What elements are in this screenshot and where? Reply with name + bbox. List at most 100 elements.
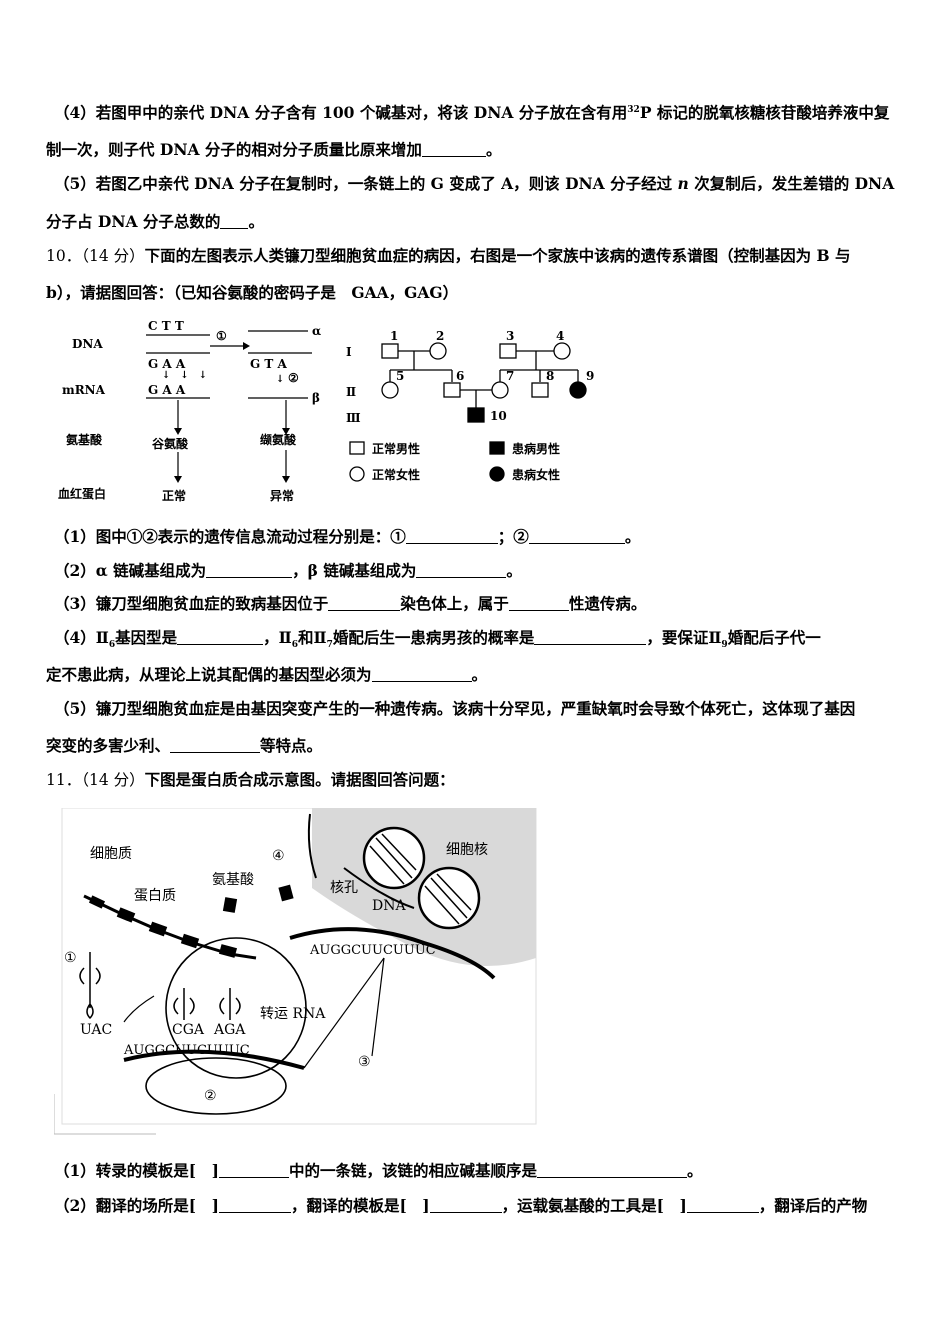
individual-1-normal-male [381, 343, 399, 359]
svg-text:5: 5 [396, 369, 404, 383]
mutant-dna-sequence: G T A [250, 357, 288, 371]
hemoglobin-normal: 正常 [162, 488, 186, 503]
answer-blank[interactable] [177, 629, 264, 645]
pedigree-chart: Ⅰ Ⅱ Ⅲ 1 2 3 4 5 6 7 8 9 10 [346, 329, 594, 482]
q10-part4-line1: （4）Ⅱ6基因型是，Ⅱ6和Ⅱ7婚配后生一患病男孩的概率是，要保证Ⅱ9婚配后子代一 [54, 628, 821, 651]
beta-chain-label: β [312, 391, 320, 405]
individual-8-normal-male [531, 382, 549, 398]
label-nucleus: 细胞核 [446, 842, 488, 858]
answer-blank[interactable] [371, 666, 472, 682]
callout-2: ② [204, 1088, 217, 1104]
answer-blank[interactable] [534, 629, 647, 645]
svg-text:7: 7 [506, 369, 514, 383]
svg-text:6: 6 [456, 369, 464, 383]
answer-blank[interactable] [206, 562, 293, 578]
q11-intro: 11．（14 分）下图是蛋白质合成示意图。请据图回答问题： [46, 770, 455, 789]
answer-blank[interactable] [218, 1197, 291, 1213]
q10-part5-line1: （5）镰刀型细胞贫血症是由基因突变产生的一种遗传病。该病十分罕见，严重缺氧时会导… [54, 699, 856, 718]
answer-blank[interactable] [218, 1162, 289, 1178]
hemoglobin-mutant: 异常 [270, 488, 294, 503]
sickle-cell-pathway-diagram: DNA mRNA 氨基酸 血红蛋白 C T T G A A ↓ ↓ ↓ G A … [58, 319, 321, 503]
answer-blank[interactable] [429, 1197, 502, 1213]
svg-text:2: 2 [436, 329, 444, 343]
svg-text:↓ ↓ ↓: ↓ ↓ ↓ [162, 370, 207, 381]
label-trna: 转运 RNA [260, 1006, 326, 1022]
answer-blank[interactable] [220, 213, 249, 229]
q11-part1: （1）转录的模板是[ ]中的一条链，该链的相应碱基顺序是。 [54, 1161, 703, 1180]
svg-text:正常男性: 正常男性 [372, 441, 420, 456]
q11-part2: （2）翻译的场所是[ ]，翻译的模板是[ ]，运载氨基酸的工具是[ ]，翻译后的… [54, 1196, 868, 1215]
q10-part2: （2）α 链碱基组成为，β 链碱基组成为。 [54, 561, 522, 580]
nuclear-mrna-sequence: AUGGCUUCUUUC [309, 943, 436, 958]
protein-synthesis-diagram: 细胞质 细胞核 蛋白质 氨基酸 核孔 DNA 转运 RNA ① ② ③ ④ UA… [54, 808, 537, 1135]
answer-blank[interactable] [536, 1162, 687, 1178]
individual-5-normal-female [381, 381, 399, 399]
legend-affected-male-icon [489, 441, 505, 455]
alpha-chain-label: α [312, 324, 321, 338]
svg-text:9: 9 [586, 369, 594, 383]
row-label-dna: DNA [72, 337, 103, 351]
q9-part4-line2: 制一次，则子代 DNA 分子的相对分子质量比原来增加。 [46, 140, 502, 159]
generation-i: Ⅰ [346, 345, 352, 359]
answer-blank[interactable] [328, 595, 401, 611]
q10-part5-line2: 突变的多害少利、等特点。 [46, 736, 323, 755]
dna-bottom-sequence: G A A [148, 357, 186, 371]
svg-text:↓: ↓ [276, 374, 284, 385]
row-label-amino-acid: 氨基酸 [66, 432, 103, 447]
callout-1: ① [64, 950, 77, 966]
svg-text:4: 4 [556, 329, 564, 343]
individual-3-normal-male [499, 343, 517, 359]
label-dna: DNA [372, 898, 406, 914]
individual-7-normal-female [491, 381, 509, 399]
callout-3: ③ [358, 1054, 371, 1070]
trna-anticodon-aga: AGA [213, 1022, 246, 1038]
question-number: 11．（14 分） [46, 771, 145, 789]
individual-10-affected-male [467, 407, 485, 423]
svg-text:患病女性: 患病女性 [512, 467, 560, 482]
individual-6-normal-male [443, 382, 461, 398]
answer-blank[interactable] [416, 562, 507, 578]
question-number: 10．（14 分） [46, 247, 145, 265]
individual-4-normal-female [553, 342, 571, 360]
q9-part5-line2: 分子占 DNA 分子总数的。 [46, 212, 264, 231]
svg-text:10: 10 [490, 409, 507, 423]
svg-text:1: 1 [390, 329, 398, 343]
generation-ii: Ⅱ [346, 385, 356, 399]
amino-acid-normal: 谷氨酸 [152, 436, 189, 451]
q10-part4-line2: 定不患此病，从理论上说其配偶的基因型必须为。 [46, 665, 488, 684]
row-label-hemoglobin: 血红蛋白 [58, 486, 106, 501]
q9-part4-line1: （4）若图甲中的亲代 DNA 分子含有 100 个碱基对，将该 DNA 分子放在… [54, 103, 890, 122]
individual-2-normal-female [429, 342, 447, 360]
q10-intro-line1: 10．（14 分）下面的左图表示人类镰刀型细胞贫血症的病因，右图是一个家族中该病… [46, 246, 851, 265]
step-1-label: ① [216, 329, 227, 343]
generation-iii: Ⅲ [346, 411, 361, 425]
callout-4: ④ [272, 848, 285, 864]
answer-blank[interactable] [686, 1197, 759, 1213]
answer-blank[interactable] [170, 737, 261, 753]
svg-text:患病男性: 患病男性 [512, 441, 560, 456]
svg-text:8: 8 [546, 369, 554, 383]
answer-blank[interactable] [421, 141, 486, 157]
label-nuclear-pore: 核孔 [330, 880, 358, 896]
answer-blank[interactable] [508, 595, 569, 611]
individual-9-affected-female [569, 381, 587, 399]
trna-anticodon-cga: CGA [172, 1022, 205, 1038]
legend-normal-female-icon [349, 466, 365, 482]
q10-part3: （3）镰刀型细胞贫血症的致病基因位于染色体上，属于性遗传病。 [54, 594, 647, 613]
q10-part1: （1）图中①②表示的遗传信息流动过程分别是：①；②。 [54, 527, 641, 546]
q10-intro-line2: b），请据图回答：（已知谷氨酸的密码子是 GAA，GAG） [46, 283, 459, 302]
svg-text:3: 3 [506, 329, 514, 343]
answer-blank[interactable] [528, 528, 625, 544]
legend-affected-female-icon [489, 466, 505, 482]
dna-top-sequence: C T T [148, 319, 184, 333]
mrna-sequence: G A A [148, 383, 186, 397]
label-amino-acid: 氨基酸 [212, 871, 254, 888]
label-cytoplasm: 细胞质 [90, 846, 132, 862]
legend-normal-male-icon [349, 441, 365, 455]
step-2-label: ② [288, 371, 299, 385]
q9-part5-line1: （5）若图乙中亲代 DNA 分子在复制时，一条链上的 G 变成了 A，则该 DN… [54, 174, 895, 193]
svg-text:正常女性: 正常女性 [372, 467, 420, 482]
trna-anticodon-uac: UAC [80, 1022, 112, 1038]
answer-blank[interactable] [405, 528, 498, 544]
amino-acid-mutant: 缬氨酸 [260, 432, 297, 447]
